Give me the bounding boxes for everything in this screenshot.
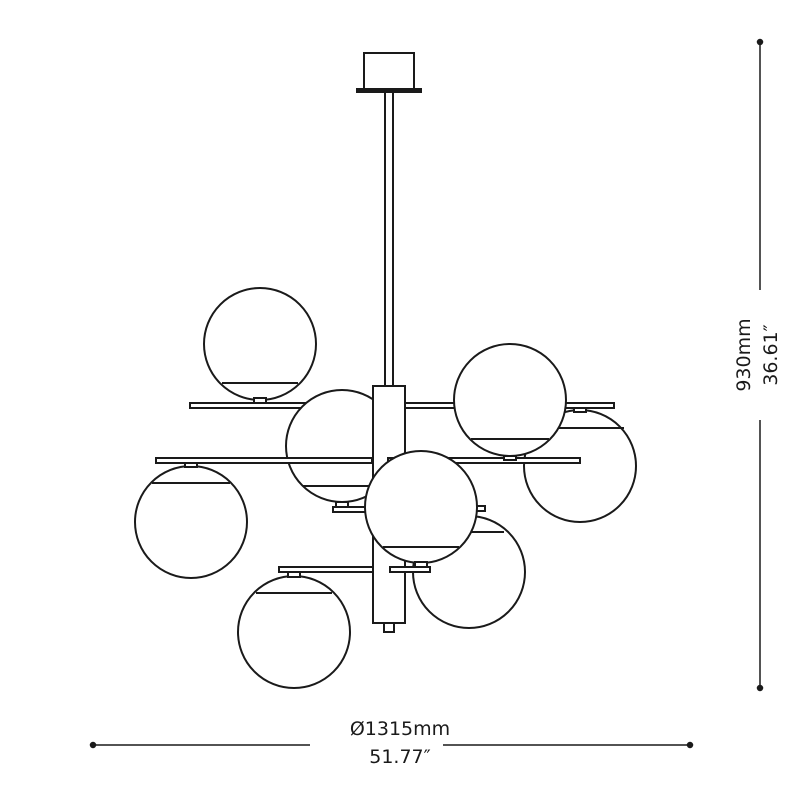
arm-right-mid bbox=[387, 457, 581, 464]
height-dimension-line bbox=[756, 38, 764, 692]
height-inch-label: 36.61″ bbox=[760, 324, 782, 386]
globe-upper-right bbox=[453, 343, 567, 461]
globe-center-left bbox=[285, 389, 399, 513]
width-mm-label: Ø1315mm bbox=[349, 718, 451, 740]
globe-left bbox=[134, 457, 373, 579]
suspension-rod bbox=[384, 91, 394, 387]
globe-lower-left bbox=[237, 566, 374, 689]
height-mm-label: 930mm bbox=[733, 318, 755, 392]
width-inch-label: 51.77″ bbox=[369, 746, 431, 768]
width-dimension-line bbox=[89, 741, 694, 749]
globe-front-center bbox=[364, 450, 486, 573]
ceiling-canopy bbox=[356, 52, 422, 93]
